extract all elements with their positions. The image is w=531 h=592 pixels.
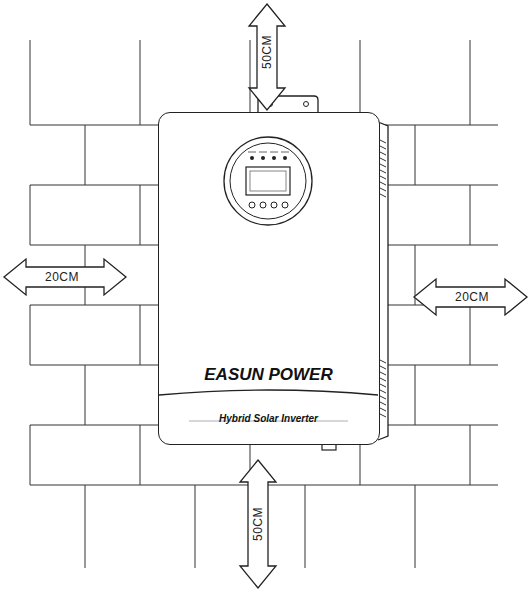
product-name: Hybrid Solar Inverter (219, 413, 318, 424)
clearance-arrow (414, 279, 527, 315)
inverter-housing: EASUN POWER Hybrid Solar Inverter (158, 112, 380, 445)
dimension-label: 20CM (455, 290, 489, 304)
brand-logo: EASUN POWER (204, 365, 332, 385)
clearance-arrow (249, 4, 285, 110)
clearance-arrow (4, 259, 126, 295)
dimension-label: 20CM (45, 270, 79, 284)
dimension-label: 50CM (251, 507, 265, 541)
inverter-front (159, 113, 378, 443)
dimension-label: 50CM (260, 35, 274, 69)
clearance-arrows (4, 4, 527, 588)
clearance-arrow (240, 460, 276, 588)
side-vents (380, 140, 386, 417)
